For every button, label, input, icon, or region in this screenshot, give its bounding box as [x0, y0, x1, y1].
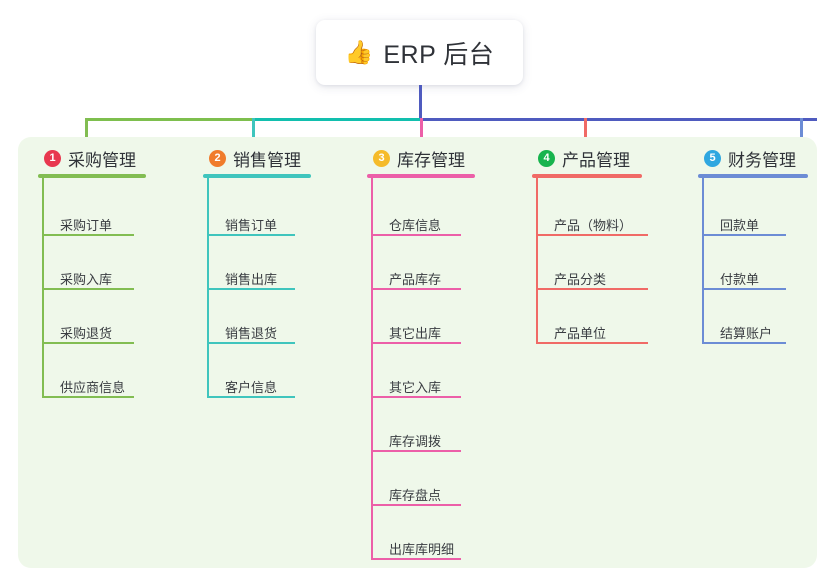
- leaf-node[interactable]: 产品（物料）: [536, 218, 648, 236]
- branch-header-5[interactable]: 5 财务管理: [698, 146, 796, 170]
- leaf-node[interactable]: 销售订单: [207, 218, 295, 236]
- branch-rule-4: [532, 174, 642, 178]
- root-node[interactable]: 👍 ERP 后台: [316, 20, 523, 85]
- leaf-node[interactable]: 其它出库: [371, 326, 461, 344]
- leaf-label: 采购退货: [60, 326, 113, 341]
- leaf-label: 产品单位: [554, 326, 607, 341]
- branch-badge-4: 4: [538, 149, 555, 167]
- branch-rule-1: [38, 174, 146, 178]
- branch-header-2[interactable]: 2 销售管理: [203, 146, 301, 170]
- leaf-node[interactable]: 结算账户: [702, 326, 786, 344]
- leaf-node[interactable]: 产品单位: [536, 326, 648, 344]
- branch-stem-4: [536, 178, 538, 344]
- leaf-label: 出库库明细: [389, 542, 455, 557]
- leaf-node[interactable]: 销售出库: [207, 272, 295, 290]
- leaf-label: 其它入库: [389, 380, 442, 395]
- leaf-label: 客户信息: [225, 380, 278, 395]
- leaf-label: 库存盘点: [389, 488, 442, 503]
- bus-purple: [420, 118, 817, 121]
- branch-badge-1: 1: [44, 149, 61, 167]
- leaf-label: 结算账户: [720, 326, 773, 341]
- leaf-label: 库存调拨: [389, 434, 442, 449]
- branch-stem-3: [371, 178, 373, 560]
- leaf-node[interactable]: 库存调拨: [371, 434, 461, 452]
- thumbs-up-icon: 👍: [344, 39, 374, 65]
- leaf-label: 产品库存: [389, 272, 442, 287]
- root-stem: [418, 85, 422, 121]
- branch-column-4: 4 产品管理产品（物料） 产品分类产品单位: [532, 146, 648, 350]
- branch-header-4[interactable]: 4 产品管理: [532, 146, 630, 170]
- leaf-node[interactable]: 出库库明细: [371, 542, 461, 560]
- branch-rule-5: [698, 174, 808, 178]
- leaf-label: 销售出库: [225, 272, 278, 287]
- leaf-label: 回款单: [720, 218, 760, 233]
- leaf-label: 产品（物料）: [554, 218, 633, 233]
- leaf-label: 供应商信息: [60, 380, 126, 395]
- leaf-node[interactable]: 付款单: [702, 272, 786, 290]
- branch-stem-5: [702, 178, 704, 344]
- branch-title-4: 产品管理: [562, 150, 630, 170]
- root-title: ERP 后台: [383, 40, 495, 69]
- branch-badge-5: 5: [704, 149, 721, 167]
- branch-column-2: 2 销售管理销售订单销售出库销售退货客户信息: [203, 146, 311, 404]
- bus-teal: [252, 118, 423, 121]
- branch-column-1: 1 采购管理采购订单采购入库采购退货供应商信息: [38, 146, 146, 404]
- leaf-node[interactable]: 产品库存: [371, 272, 461, 290]
- leaf-node[interactable]: 仓库信息: [371, 218, 461, 236]
- branch-column-5: 5 财务管理回款单付款单结算账户: [698, 146, 808, 350]
- branch-badge-3: 3: [373, 149, 390, 167]
- branches-panel: [18, 137, 817, 568]
- leaf-label: 销售订单: [225, 218, 278, 233]
- leaf-label: 付款单: [720, 272, 760, 287]
- leaf-node[interactable]: 其它入库: [371, 380, 461, 398]
- branch-title-1: 采购管理: [68, 150, 136, 170]
- bus-green: [85, 118, 255, 121]
- branch-header-3[interactable]: 3 库存管理: [367, 146, 465, 170]
- leaf-node[interactable]: 采购入库: [42, 272, 134, 290]
- leaf-node[interactable]: 供应商信息: [42, 380, 134, 398]
- leaf-label: 仓库信息: [389, 218, 442, 233]
- leaf-node[interactable]: 回款单: [702, 218, 786, 236]
- leaf-node[interactable]: 采购订单: [42, 218, 134, 236]
- leaf-label: 采购订单: [60, 218, 113, 233]
- branch-title-3: 库存管理: [397, 150, 465, 170]
- branch-rule-2: [203, 174, 311, 178]
- leaf-node[interactable]: 产品分类: [536, 272, 648, 290]
- leaf-node[interactable]: 客户信息: [207, 380, 295, 398]
- branch-header-1[interactable]: 1 采购管理: [38, 146, 136, 170]
- leaf-node[interactable]: 销售退货: [207, 326, 295, 344]
- leaf-label: 采购入库: [60, 272, 113, 287]
- branch-title-2: 销售管理: [233, 150, 301, 170]
- branch-rule-3: [367, 174, 475, 178]
- leaf-label: 其它出库: [389, 326, 442, 341]
- branch-column-3: 3 库存管理仓库信息产品库存其它出库其它入库库存调拨库存盘点出库库明细: [367, 146, 475, 566]
- leaf-label: 产品分类: [554, 272, 607, 287]
- leaf-label: 销售退货: [225, 326, 278, 341]
- branch-badge-2: 2: [209, 149, 226, 167]
- leaf-node[interactable]: 库存盘点: [371, 488, 461, 506]
- branch-title-5: 财务管理: [728, 150, 796, 170]
- leaf-node[interactable]: 采购退货: [42, 326, 134, 344]
